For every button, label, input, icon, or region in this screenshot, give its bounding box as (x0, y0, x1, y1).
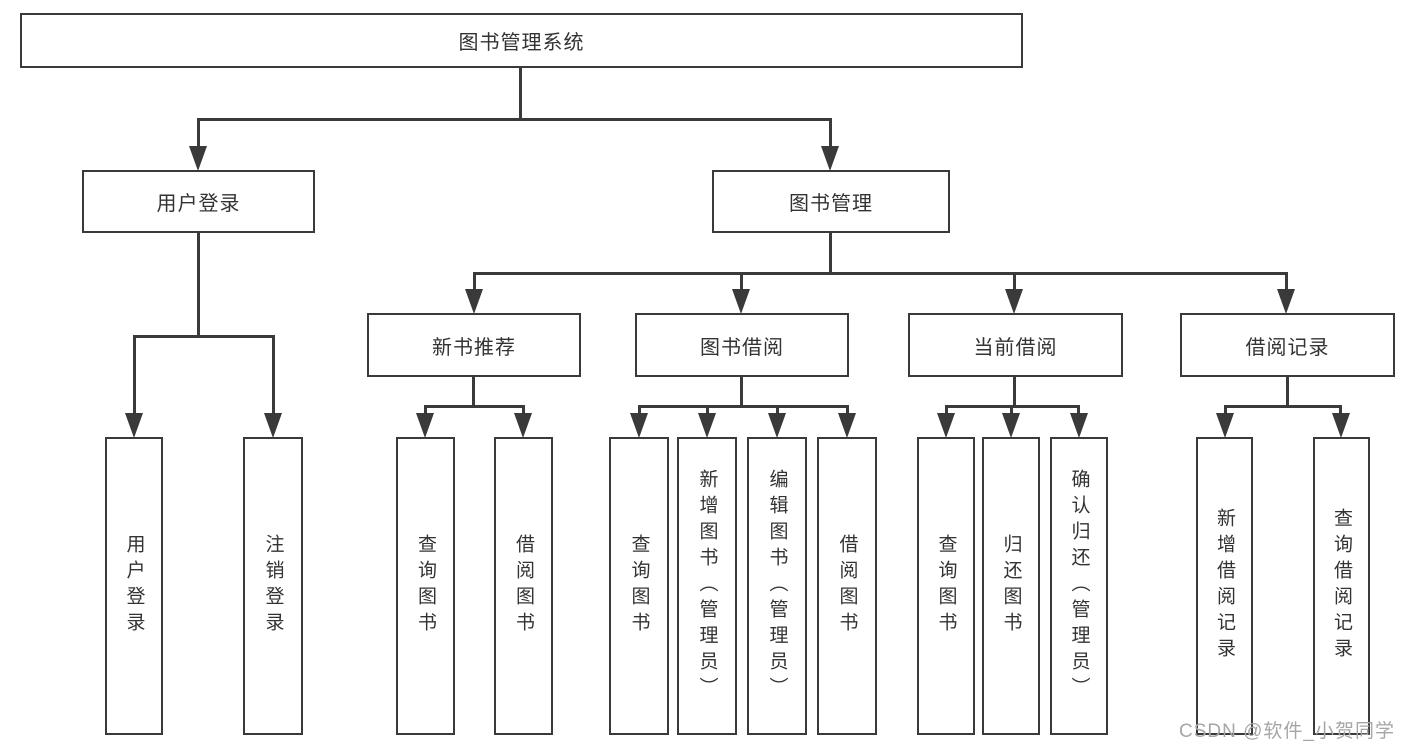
arrow-down-icon (416, 413, 434, 438)
leaf-logout: 注销登录 (243, 437, 303, 735)
arrow-down-icon (821, 146, 839, 171)
leaf-confirm-return-admin-label: 确认归还（管理员） (1068, 469, 1090, 703)
connector-line (1077, 405, 1080, 417)
connector-line (472, 377, 475, 408)
connector-line (945, 405, 948, 417)
leaf-add-borrow-record-label: 新增借阅记录 (1214, 508, 1235, 664)
connector-line (829, 233, 832, 274)
connector-line (740, 377, 743, 408)
connector-line (1013, 272, 1016, 292)
leaf-user-login: 用户登录 (105, 437, 163, 735)
leaf-query-borrow-record-label: 查询借阅记录 (1331, 508, 1352, 664)
leaf-add-books-admin: 新增图书（管理员） (677, 437, 737, 735)
node-new-book-recommend: 新书推荐 (367, 313, 581, 377)
connector-line (133, 335, 275, 338)
connector-line (522, 405, 525, 417)
connector-line (198, 118, 832, 121)
node-borrowing-records-label: 借阅记录 (1245, 336, 1330, 359)
connector-line (1286, 377, 1289, 408)
node-book-borrowing-label: 图书借阅 (700, 336, 784, 359)
leaf-edit-books-admin: 编辑图书（管理员） (747, 437, 807, 735)
connector-line (829, 118, 832, 150)
connector-line (197, 233, 200, 337)
arrow-down-icon (514, 413, 532, 438)
connector-line (1224, 405, 1342, 408)
leaf-borrow-books: 借阅图书 (494, 437, 553, 735)
arrow-down-icon (1216, 413, 1234, 438)
connector-line (1339, 405, 1342, 417)
leaf-query-books: 查询图书 (396, 437, 455, 735)
connector-line (272, 335, 275, 417)
leaf-add-borrow-record: 新增借阅记录 (1196, 437, 1253, 735)
arrow-down-icon (838, 413, 856, 438)
connector-line (638, 405, 641, 417)
arrow-down-icon (264, 413, 282, 438)
connector-line (424, 405, 427, 417)
connector-line (638, 405, 848, 408)
arrow-down-icon (1277, 289, 1295, 314)
connector-line (1010, 405, 1013, 417)
node-current-borrowing-label: 当前借阅 (973, 336, 1058, 359)
arrow-down-icon (732, 289, 750, 314)
leaf-query-books-label: 查询图书 (628, 534, 650, 638)
arrow-down-icon (189, 146, 207, 171)
connector-line (424, 405, 525, 408)
connector-line (1013, 377, 1016, 408)
leaf-query-books-label: 查询图书 (935, 534, 957, 638)
node-current-borrowing: 当前借阅 (908, 313, 1123, 377)
node-book-management-label: 图书管理 (789, 193, 873, 215)
connector-line (133, 335, 136, 417)
connector-line (473, 272, 1288, 275)
node-root-label: 图书管理系统 (458, 32, 585, 54)
connector-line (519, 68, 522, 120)
arrow-down-icon (1002, 413, 1020, 438)
leaf-logout-label: 注销登录 (262, 534, 284, 638)
leaf-borrow-books-label: 借阅图书 (836, 534, 858, 638)
node-user-login-branch-label: 用户登录 (156, 193, 241, 215)
leaf-borrow-books-label: 借阅图书 (513, 534, 534, 638)
arrow-down-icon (768, 413, 786, 438)
connector-line (846, 405, 849, 417)
node-root-system: 图书管理系统 (20, 13, 1023, 68)
connector-line (776, 405, 779, 417)
arrow-down-icon (465, 289, 483, 314)
node-book-borrowing: 图书借阅 (635, 313, 849, 377)
csdn-watermark: CSDN @软件_小贺同学 (1179, 721, 1395, 742)
node-book-management: 图书管理 (712, 170, 950, 233)
leaf-query-books-label: 查询图书 (415, 534, 436, 638)
node-new-book-recommend-label: 新书推荐 (432, 336, 516, 359)
arrow-down-icon (630, 413, 648, 438)
leaf-borrow-books: 借阅图书 (817, 437, 877, 735)
leaf-confirm-return-admin: 确认归还（管理员） (1050, 437, 1108, 735)
arrow-down-icon (1332, 413, 1350, 438)
node-borrowing-records: 借阅记录 (1180, 313, 1395, 377)
arrow-down-icon (125, 413, 143, 438)
connector-line (740, 272, 743, 292)
arrow-down-icon (1005, 289, 1023, 314)
connector-line (1285, 272, 1288, 292)
arrow-down-icon (937, 413, 955, 438)
connector-line (1224, 405, 1227, 417)
connector-line (706, 405, 709, 417)
leaf-user-login-label: 用户登录 (123, 534, 145, 638)
node-user-login-branch: 用户登录 (82, 170, 315, 233)
leaf-edit-books-admin-label: 编辑图书（管理员） (766, 469, 788, 703)
connector-line (473, 272, 476, 292)
leaf-query-books: 查询图书 (917, 437, 975, 735)
leaf-add-books-admin-label: 新增图书（管理员） (696, 469, 718, 703)
leaf-return-books-label: 归还图书 (1000, 534, 1022, 638)
leaf-query-books: 查询图书 (609, 437, 669, 735)
leaf-return-books: 归还图书 (982, 437, 1040, 735)
leaf-query-borrow-record: 查询借阅记录 (1313, 437, 1370, 735)
arrow-down-icon (698, 413, 716, 438)
arrow-down-icon (1070, 413, 1088, 438)
connector-line (197, 118, 200, 150)
